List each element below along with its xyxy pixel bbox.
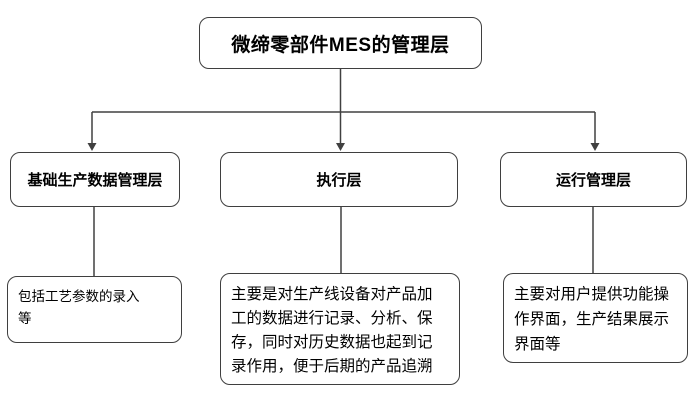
- root-node-label: 微缔零部件MES的管理层: [231, 34, 450, 56]
- detail-text-line: 存，同时对历史数据也起到记: [231, 334, 433, 352]
- detail-text-line: 包括工艺参数的录入: [18, 289, 140, 304]
- root-node-mes-management: 微缔零部件MES的管理层: [199, 17, 482, 69]
- arrowhead-left-icon: [87, 143, 97, 151]
- branch-node-label: 基础生产数据管理层: [27, 172, 163, 189]
- detail-text-line: 作界面，生产结果展示: [514, 310, 670, 328]
- detail-node-basic-production-data: 包括工艺参数的录入 等: [7, 276, 182, 343]
- arrowhead-right-icon: [590, 143, 600, 151]
- detail-text-line: 工的数据进行记录、分析、保: [231, 310, 433, 328]
- branch-node-operation-management: 运行管理层: [500, 152, 687, 207]
- detail-text-line: 界面等: [514, 335, 561, 353]
- detail-text-line: 录作用，便于后期的产品追溯: [231, 358, 433, 376]
- arrowhead-center-icon: [336, 143, 345, 151]
- detail-text-line: 主要是对生产线设备对产品加: [231, 286, 433, 303]
- branch-node-basic-production-data: 基础生产数据管理层: [10, 152, 180, 207]
- branch-node-label: 运行管理层: [555, 172, 631, 189]
- detail-node-execution-layer: 主要是对生产线设备对产品加 工的数据进行记录、分析、保 存，同时对历史数据也起到…: [220, 273, 460, 385]
- detail-text-line: 主要对用户提供功能操: [514, 286, 670, 303]
- branch-node-label: 执行层: [316, 172, 362, 189]
- branch-node-execution-layer: 执行层: [220, 152, 458, 207]
- detail-text-line: 等: [18, 310, 32, 326]
- detail-node-operation-management: 主要对用户提供功能操 作界面，生产结果展示 界面等: [503, 273, 688, 363]
